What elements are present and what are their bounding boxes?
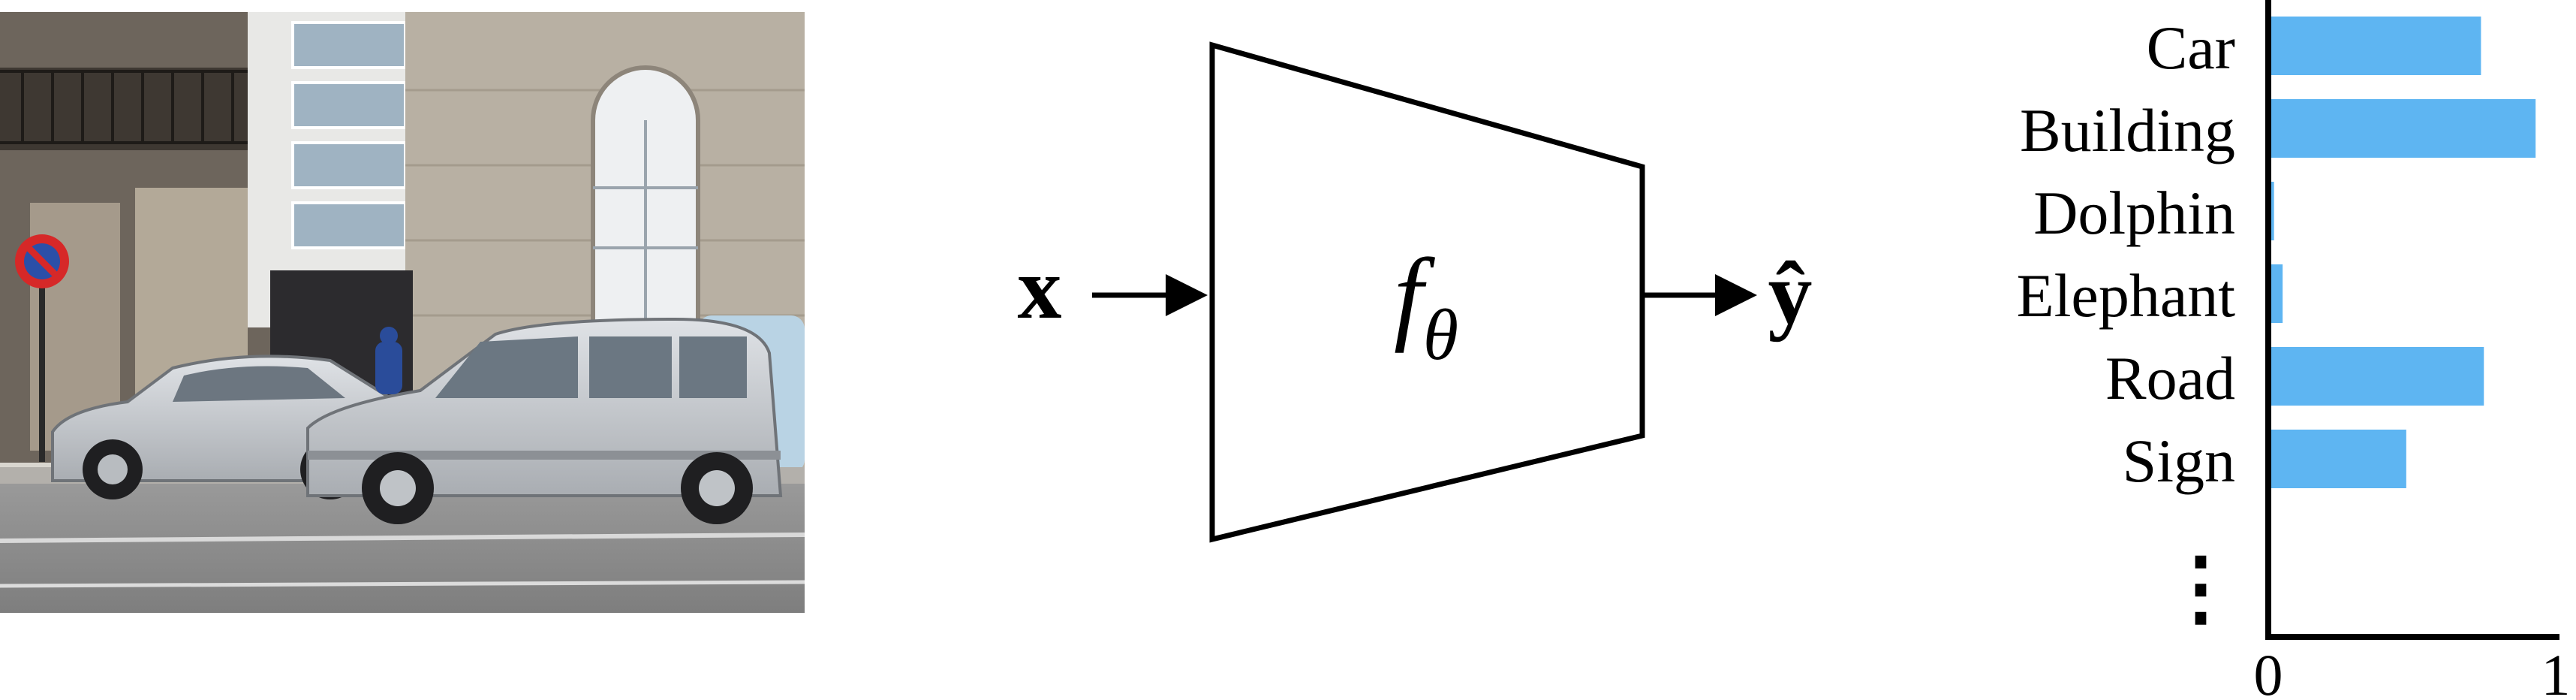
- category-label-road: Road: [2105, 344, 2235, 412]
- silver-van: [306, 317, 783, 524]
- output-y-hat-label: ŷ: [1768, 244, 1813, 342]
- bar-elephant: [2268, 264, 2283, 323]
- model-f-theta-label: fθ: [1394, 237, 1458, 375]
- no-parking-sign-icon: [15, 234, 69, 462]
- continuation-dots: ⋮: [2159, 542, 2242, 634]
- bar-car: [2268, 17, 2481, 75]
- input-x-label: x: [1018, 239, 1062, 337]
- category-label-sign: Sign: [2123, 427, 2235, 495]
- bars-group: [2268, 17, 2536, 488]
- x-tick-label-1: 1: [2541, 642, 2571, 700]
- bar-road: [2268, 347, 2484, 406]
- category-label-building: Building: [2020, 96, 2235, 164]
- x-tick-label-0: 0: [2254, 642, 2283, 700]
- bar-sign: [2268, 430, 2406, 488]
- street-photo: [0, 12, 805, 613]
- model-theta-subscript: θ: [1423, 294, 1458, 375]
- bar-building: [2268, 99, 2536, 158]
- category-label-car: Car: [2147, 14, 2235, 82]
- category-label-elephant: Elephant: [2017, 261, 2236, 330]
- category-label-dolphin: Dolphin: [2033, 179, 2235, 247]
- model-trapezoid: [1209, 41, 1645, 543]
